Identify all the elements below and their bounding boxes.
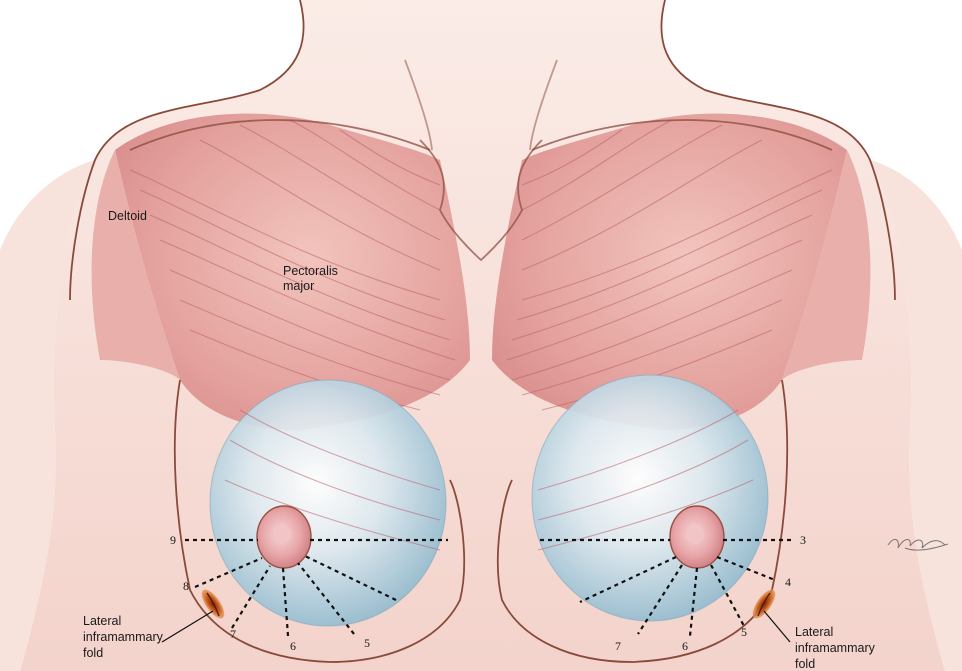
left-position-8: 8	[183, 579, 189, 593]
right-areola	[670, 506, 724, 568]
left-fold-label-line1: Lateral	[83, 614, 121, 628]
left-position-9: 9	[170, 533, 176, 547]
left-fold-label-line3: fold	[83, 646, 103, 660]
right-position-7: 7	[615, 639, 621, 653]
right-fold-label-line1: Lateral	[795, 625, 833, 639]
right-implant	[532, 375, 768, 621]
left-position-6: 6	[290, 639, 296, 653]
right-fold-label-line2: inframammary	[795, 641, 876, 655]
pectoralis-label-line1: Pectoralis	[283, 264, 338, 278]
right-position-6: 6	[682, 639, 688, 653]
left-areola	[257, 506, 311, 568]
left-implant	[210, 380, 446, 626]
left-position-7: 7	[230, 627, 236, 641]
left-fold-label-line2: inframammary	[83, 630, 164, 644]
right-position-5: 5	[741, 625, 747, 639]
pectoralis-label-line2: major	[283, 279, 314, 293]
left-position-5: 5	[364, 636, 370, 650]
right-fold-label-line3: fold	[795, 657, 815, 671]
deltoid-label: Deltoid	[108, 209, 147, 223]
right-position-4: 4	[785, 575, 791, 589]
right-position-3: 3	[800, 533, 806, 547]
